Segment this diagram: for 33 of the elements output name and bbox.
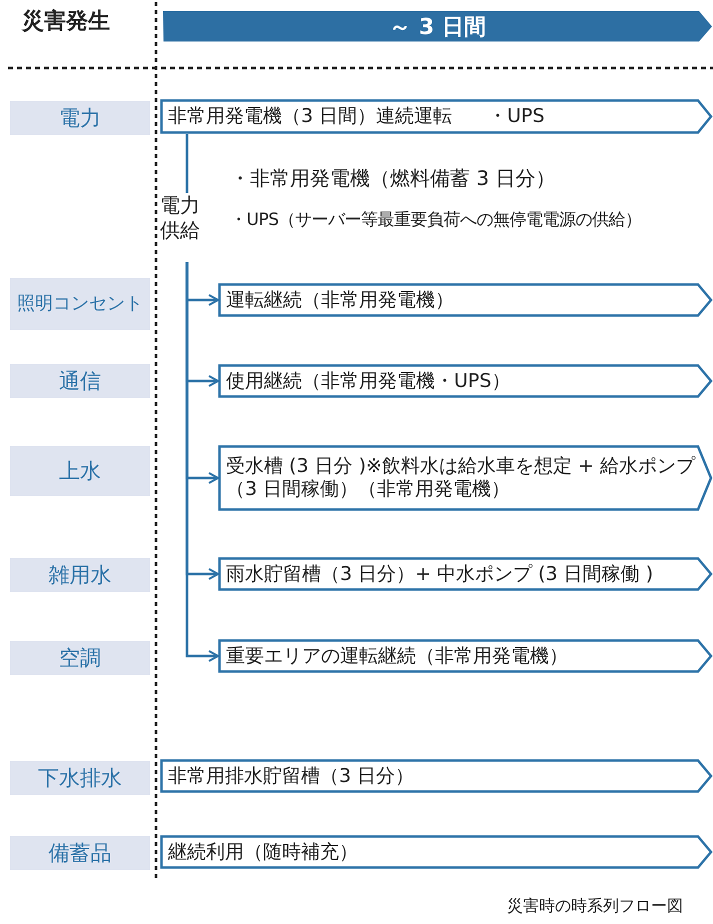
- connector-line: [186, 134, 188, 193]
- box-text: 使用継続（非常用発電機・UPS）: [226, 370, 510, 392]
- arrow: [186, 262, 219, 662]
- box-text: 雨水貯留槽（3 日分）+ 中水ポンプ (3 日間稼働 ): [226, 562, 654, 586]
- category-label: 雑用水: [10, 558, 150, 592]
- box-text: 電力供給: [160, 193, 200, 243]
- box-text: 運転継続（非常用発電機）: [226, 288, 454, 312]
- box-text: 非常用発電機（3 日間）連続運転: [168, 105, 452, 128]
- timeline-arrow-band: ～ 3 日間: [162, 10, 713, 43]
- event-heading: 災害発生: [22, 8, 110, 36]
- chevron-box: [160, 835, 712, 869]
- chevron-box: [218, 639, 712, 673]
- category-label: 通信: [10, 364, 150, 398]
- chevron-box: [218, 445, 712, 511]
- bullet-note: ・UPS（サーバー等最重要負荷への無停電電源の供給）: [230, 209, 642, 231]
- chevron-box: [160, 99, 712, 134]
- category-label: 備蓄品: [10, 836, 150, 870]
- category-label: 照明コンセント: [10, 278, 150, 330]
- chevron-box: [218, 557, 712, 591]
- figure-caption: 災害時の時系列フロー図: [507, 896, 683, 917]
- box-note: ・UPS: [488, 105, 545, 128]
- box-text: 継続利用（随時補充）: [168, 840, 358, 864]
- category-label: 上水: [10, 446, 150, 496]
- category-label: 下水排水: [10, 761, 150, 795]
- box-text: 重要エリアの運転継続（非常用発電機）: [226, 644, 568, 668]
- category-label: 空調: [10, 641, 150, 675]
- bullet-note: ・非常用発電機（燃料備蓄 3 日分）: [230, 165, 556, 192]
- chevron-box: [218, 364, 712, 398]
- box-text: 受水槽 (3 日分 )※飲料水は給水車を想定 + 給水ポンプ（3 日間稼働）（非常用発電機）: [226, 455, 696, 501]
- box-text: 非常用排水貯留槽（3 日分）: [168, 764, 414, 788]
- chevron-box: [218, 283, 712, 317]
- chevron-box: [160, 759, 712, 793]
- category-label: 電力: [10, 101, 150, 135]
